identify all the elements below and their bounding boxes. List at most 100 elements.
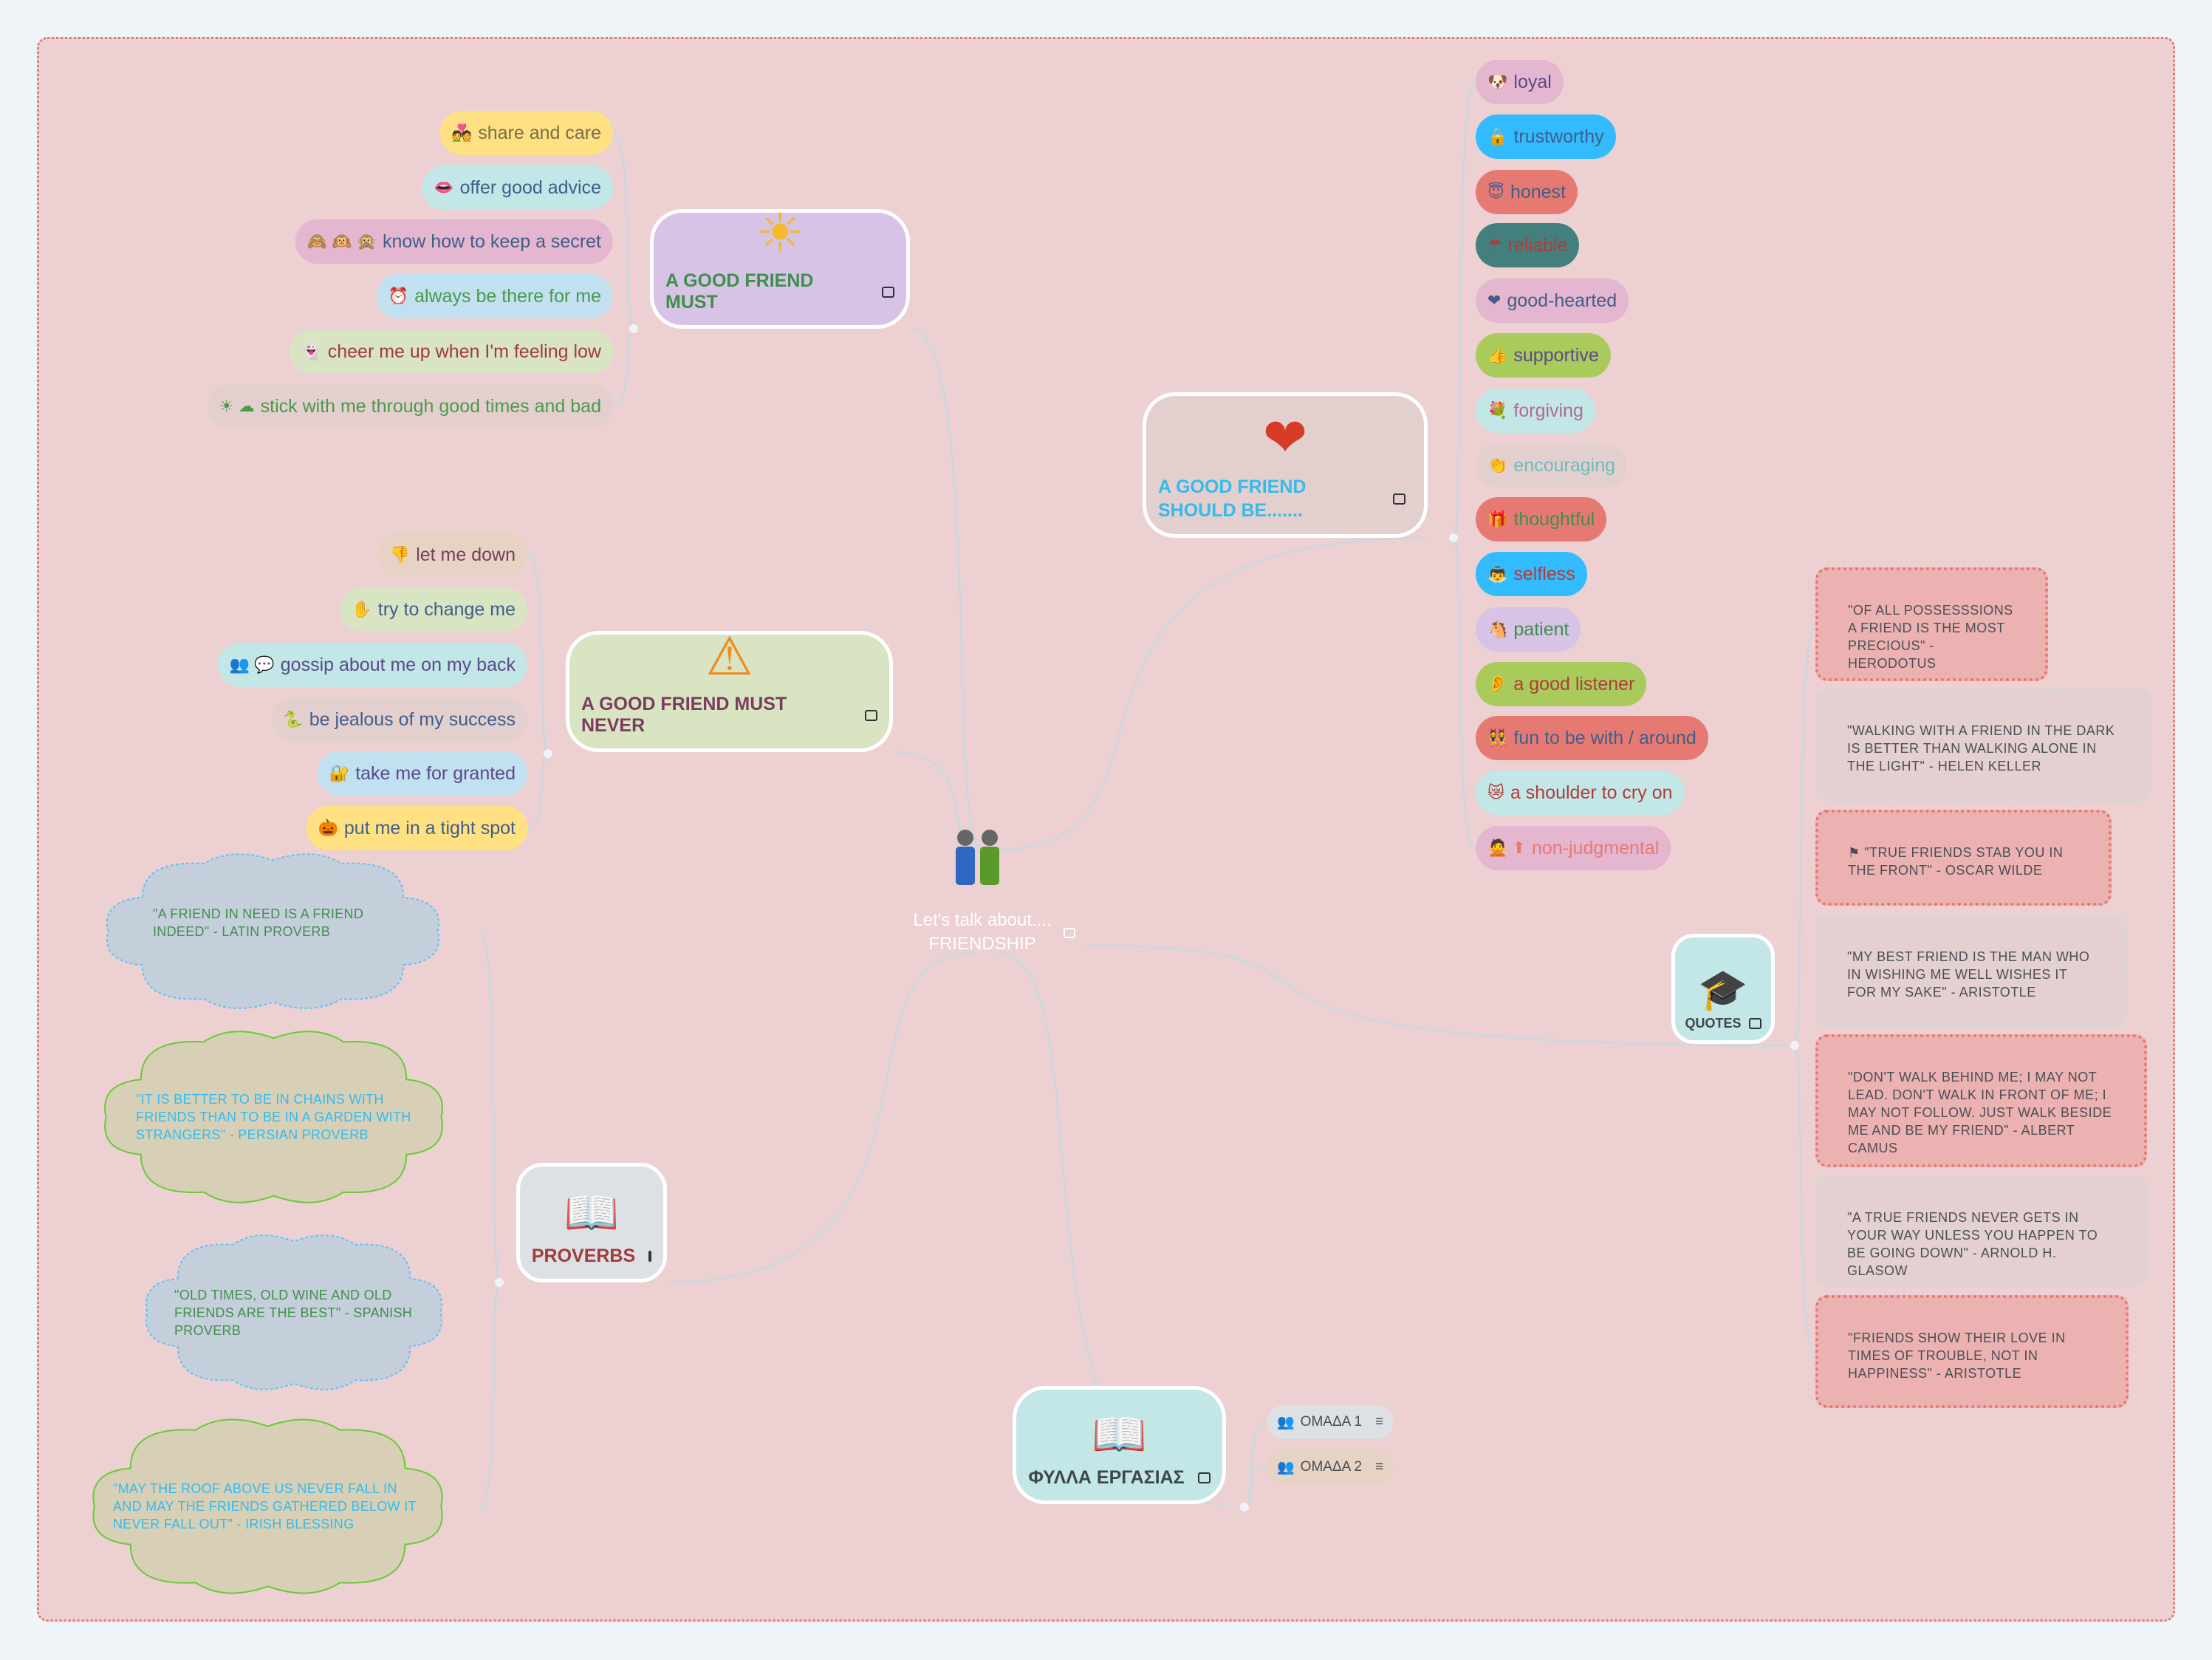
topic-label: honest: [1510, 181, 1566, 202]
emoji-icon: 👍: [1487, 346, 1508, 364]
node-title: A GOOD FRIEND MUST: [665, 270, 814, 312]
node-a-good-friend-must[interactable]: ☀ A GOOD FRIEND MUST: [650, 207, 910, 329]
quote-card[interactable]: "MY BEST FRIEND IS THE MAN WHO IN WISHIN…: [1815, 915, 2127, 1027]
worksheet-group-1[interactable]: 👥ΟΜΑΔΑ 1≡: [1267, 1405, 1394, 1439]
emoji-icon: 👯: [1487, 728, 1508, 747]
topic-label: always be there for me: [414, 285, 601, 307]
node-a-good-friend-must-never[interactable]: ⚠ A GOOD FRIEND MUST NEVER: [566, 630, 893, 752]
quote-card[interactable]: "FRIENDS SHOW THEIR LOVE IN TIMES OF TRO…: [1815, 1295, 2129, 1408]
emoji-icon: 🎁: [1487, 510, 1508, 528]
topic-gossip-about-me-on-my-back[interactable]: 👥 💬gossip about me on my back: [217, 643, 527, 687]
quote-card[interactable]: "WALKING WITH A FRIEND IN THE DARK IS BE…: [1815, 689, 2151, 802]
topic-label: thoughtful: [1513, 508, 1595, 530]
graduation-cap-icon: 🎓: [1698, 968, 1748, 1012]
topic-loyal[interactable]: 🐶 loyal: [1476, 60, 1564, 104]
topic-always-be-there-for-me[interactable]: ⏰ always be there for me: [376, 274, 613, 318]
quote-text: "WALKING WITH A FRIEND IN THE DARK IS BE…: [1847, 723, 2115, 773]
cloud-shape: [99, 1023, 448, 1211]
emoji-icon: 👼: [1487, 564, 1508, 583]
node-proverbs[interactable]: 📖 PROVERBS: [516, 1163, 667, 1282]
quote-card[interactable]: "A TRUE FRIENDS NEVER GETS IN YOUR WAY U…: [1815, 1175, 2147, 1287]
topic-share-and-care[interactable]: 💑share and care: [439, 111, 613, 155]
emoji-icon: ⏰: [388, 287, 409, 305]
topic-label: supportive: [1513, 344, 1599, 366]
quote-card[interactable]: "OF ALL POSSESSSIONS A FRIEND IS THE MOS…: [1815, 567, 2048, 681]
quote-card[interactable]: ⚑ "TRUE FRIENDS STAB YOU IN THE FRONT" -…: [1815, 810, 2112, 906]
notes-icon[interactable]: ≡: [1375, 1414, 1384, 1430]
topic-let-me-down[interactable]: 👎let me down: [377, 533, 527, 577]
topic-label: put me in a tight spot: [343, 817, 516, 838]
topic-label: cheer me up when I'm feeling low: [327, 341, 601, 362]
group-icon: 👥: [1277, 1415, 1295, 1430]
topic-non-judgmental[interactable]: 🙅 ⬆non-judgmental: [1476, 826, 1671, 870]
topic-supportive[interactable]: 👍 supportive: [1476, 333, 1611, 378]
topic-label: fun to be with / around: [1513, 727, 1696, 748]
node-worksheets[interactable]: 📖 ΦΥΛΛΑ ΕΡΓΑΣΙΑΣ: [1013, 1386, 1226, 1504]
proverb-cloud[interactable]: "MAY THE ROOF ABOVE US NEVER FALL IN AND…: [87, 1411, 448, 1602]
topic-encouraging[interactable]: 👏encouraging: [1476, 443, 1628, 488]
quote-text: "FRIENDS SHOW THEIR LOVE IN TIMES OF TRO…: [1848, 1331, 2066, 1381]
two-people-icon: [956, 830, 999, 885]
cloud-shape: [87, 1411, 448, 1602]
node-title: PROVERBS: [531, 1246, 636, 1266]
emoji-icon: 🔒: [1487, 127, 1508, 146]
topic-label: offer good advice: [459, 177, 601, 198]
emoji-icon: 🐶: [1487, 72, 1508, 91]
node-title: ΦΥΛΛΑ ΕΡΓΑΣΙΑΣ: [1028, 1467, 1185, 1488]
topic-reliable[interactable]: ☂ reliable: [1476, 223, 1580, 267]
topic-forgiving[interactable]: 💐forgiving: [1476, 389, 1595, 433]
topic-fun-to-be-with-around[interactable]: 👯 fun to be with / around: [1476, 716, 1708, 760]
image-icon: [1197, 1472, 1211, 1483]
topic-take-me-for-granted[interactable]: 🔐 take me for granted: [317, 751, 527, 796]
node-quotes[interactable]: 🎓 QUOTES: [1671, 934, 1775, 1044]
emoji-icon: 👏: [1487, 456, 1508, 474]
node-title: A GOOD FRIEND MUST NEVER: [581, 694, 787, 736]
emoji-icon: 👂: [1487, 674, 1508, 693]
topic-try-to-change-me[interactable]: ✋try to change me: [340, 587, 527, 632]
topic-label: take me for granted: [355, 762, 516, 784]
proverb-cloud[interactable]: "IT IS BETTER TO BE IN CHAINS WITH FRIEN…: [99, 1023, 448, 1211]
node-title: A GOOD FRIEND SHOULD BE.......: [1158, 477, 1307, 521]
topic-label: know how to keep a secret: [383, 230, 601, 252]
heart-icon: ❤: [1262, 409, 1308, 468]
topic-good-hearted[interactable]: ❤good-hearted: [1476, 279, 1629, 323]
quote-text: "OF ALL POSSESSSIONS A FRIEND IS THE MOS…: [1848, 603, 2013, 671]
emoji-icon: 👻: [301, 342, 322, 361]
worksheet-group-2[interactable]: 👥ΟΜΑΔΑ 2≡: [1267, 1450, 1394, 1484]
quote-card[interactable]: "DON'T WALK BEHIND ME; I MAY NOT LEAD. D…: [1815, 1034, 2147, 1167]
topic-label: non-judgmental: [1531, 837, 1660, 858]
topic-know-how-to-keep-a-secret[interactable]: 🙈 🙉 🙊know how to keep a secret: [295, 219, 613, 264]
topic-a-good-listener[interactable]: 👂 a good listener: [1476, 662, 1647, 706]
topic-trustworthy[interactable]: 🔒trustworthy: [1476, 115, 1616, 159]
proverb-cloud[interactable]: "OLD TIMES, OLD WINE AND OLD FRIENDS ARE…: [141, 1228, 447, 1397]
topic-label: loyal: [1513, 71, 1552, 92]
cloud-shape: [141, 1228, 447, 1397]
node-a-good-friend-should-be[interactable]: ❤ A GOOD FRIEND SHOULD BE.......: [1143, 392, 1428, 538]
emoji-icon: 🐴: [1487, 620, 1508, 638]
topic-a-shoulder-to-cry-on[interactable]: 😿a shoulder to cry on: [1476, 771, 1685, 815]
topic-label: share and care: [478, 122, 601, 143]
notes-icon[interactable]: ≡: [1375, 1459, 1384, 1475]
image-icon: [1748, 1018, 1761, 1029]
topic-honest[interactable]: 😇honest: [1476, 170, 1578, 214]
topic-be-jealous-of-my-success[interactable]: 🐍be jealous of my success: [271, 697, 527, 742]
topic-label: reliable: [1507, 234, 1568, 256]
proverb-text: "IT IS BETTER TO BE IN CHAINS WITH FRIEN…: [136, 1092, 411, 1142]
central-topic[interactable]: Let's talk about.... FRIENDSHIP: [886, 827, 1078, 956]
proverb-cloud[interactable]: "A FRIEND IN NEED IS A FRIEND INDEED" - …: [101, 847, 445, 1016]
central-topic-line2: FRIENDSHIP: [928, 934, 1036, 954]
topic-put-me-in-a-tight-spot[interactable]: 🎃put me in a tight spot: [306, 806, 527, 850]
topic-stick-with-me-through-good-times-and-bad[interactable]: ☀ ☁stick with me through good times and …: [207, 384, 613, 428]
image-icon: [1064, 928, 1075, 938]
topic-cheer-me-up-when-i-m-feeling-low[interactable]: 👻 cheer me up when I'm feeling low: [290, 329, 613, 374]
emoji-icon: 🔐: [329, 764, 350, 782]
topic-selfless[interactable]: 👼selfless: [1476, 552, 1587, 596]
topic-patient[interactable]: 🐴patient: [1476, 607, 1581, 652]
image-icon: [648, 1251, 652, 1262]
proverb-text: "A FRIEND IN NEED IS A FRIEND INDEED" - …: [153, 906, 364, 939]
topic-label: a good listener: [1513, 673, 1635, 694]
topic-thoughtful[interactable]: 🎁 thoughtful: [1476, 497, 1607, 542]
topic-offer-good-advice[interactable]: 👄offer good advice: [422, 165, 613, 210]
emoji-icon: ☂: [1487, 236, 1502, 254]
topic-label: a shoulder to cry on: [1510, 782, 1673, 803]
